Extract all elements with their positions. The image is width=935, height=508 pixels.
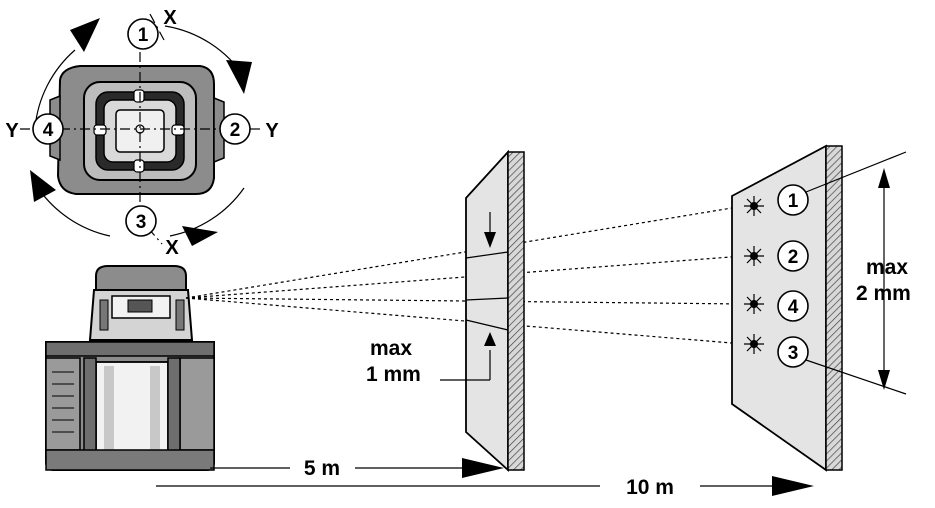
x-axis-label-top: X — [163, 7, 177, 29]
far-tolerance-label-line1: max — [866, 256, 908, 279]
arrowhead-icon — [226, 60, 252, 94]
distance-5m — [210, 458, 504, 478]
spot-number: 2 — [788, 247, 799, 268]
spot-number: 3 — [788, 343, 799, 364]
position-marker-3: 3 — [125, 205, 157, 237]
far-tolerance-label-line2: 2 mm — [856, 282, 911, 305]
distance-10m-label: 10 m — [626, 476, 674, 499]
position-number: 1 — [138, 25, 149, 46]
arrowhead-icon — [878, 370, 890, 390]
distance-5m-label: 5 m — [304, 457, 340, 480]
position-number: 3 — [136, 212, 147, 233]
distance-10m — [156, 476, 814, 496]
laser-spots — [744, 196, 764, 354]
arrowhead-icon — [772, 476, 814, 496]
laser-spot — [744, 294, 764, 314]
near-tolerance-label-line1: max — [370, 337, 412, 360]
device-top-body — [49, 65, 225, 195]
position-marker-1: 1 — [127, 18, 159, 50]
spot-number: 4 — [788, 297, 799, 318]
position-number: 2 — [230, 120, 241, 141]
x-axis-label-bottom: X — [165, 237, 179, 259]
spot-marker-1: 1 — [777, 184, 809, 216]
spot-marker-4: 4 — [777, 290, 809, 322]
arrowhead-icon — [70, 18, 100, 52]
laser-device-side — [45, 265, 215, 471]
arrowhead-icon — [484, 332, 496, 346]
position-number: 4 — [43, 120, 54, 141]
arrowhead-icon — [462, 458, 504, 478]
arrowhead-icon — [30, 170, 56, 202]
y-axis-label-left: Y — [5, 120, 19, 142]
near-tolerance-arrows — [440, 212, 496, 381]
rotation-arrowheads — [30, 18, 252, 246]
y-axis-label-right: Y — [265, 120, 279, 142]
far-tolerance-dimension — [805, 151, 907, 395]
spot-number: 1 — [788, 191, 799, 212]
arrowhead-icon — [484, 232, 496, 248]
near-tolerance-label-line2: 1 mm — [366, 363, 421, 386]
laser-spot — [744, 196, 764, 216]
top-view: 1 2 3 4 X X Y Y — [5, 7, 279, 259]
laser-spot — [744, 334, 764, 354]
laser-beams — [185, 205, 745, 345]
laser-spot — [744, 246, 764, 266]
position-marker-4: 4 — [32, 113, 64, 145]
arrowhead-icon — [878, 168, 890, 188]
arrowhead-icon — [182, 226, 218, 246]
position-marker-2: 2 — [219, 113, 251, 145]
spot-marker-3: 3 — [777, 336, 809, 368]
spot-marker-2: 2 — [777, 240, 809, 272]
near-target-wall — [440, 149, 525, 473]
